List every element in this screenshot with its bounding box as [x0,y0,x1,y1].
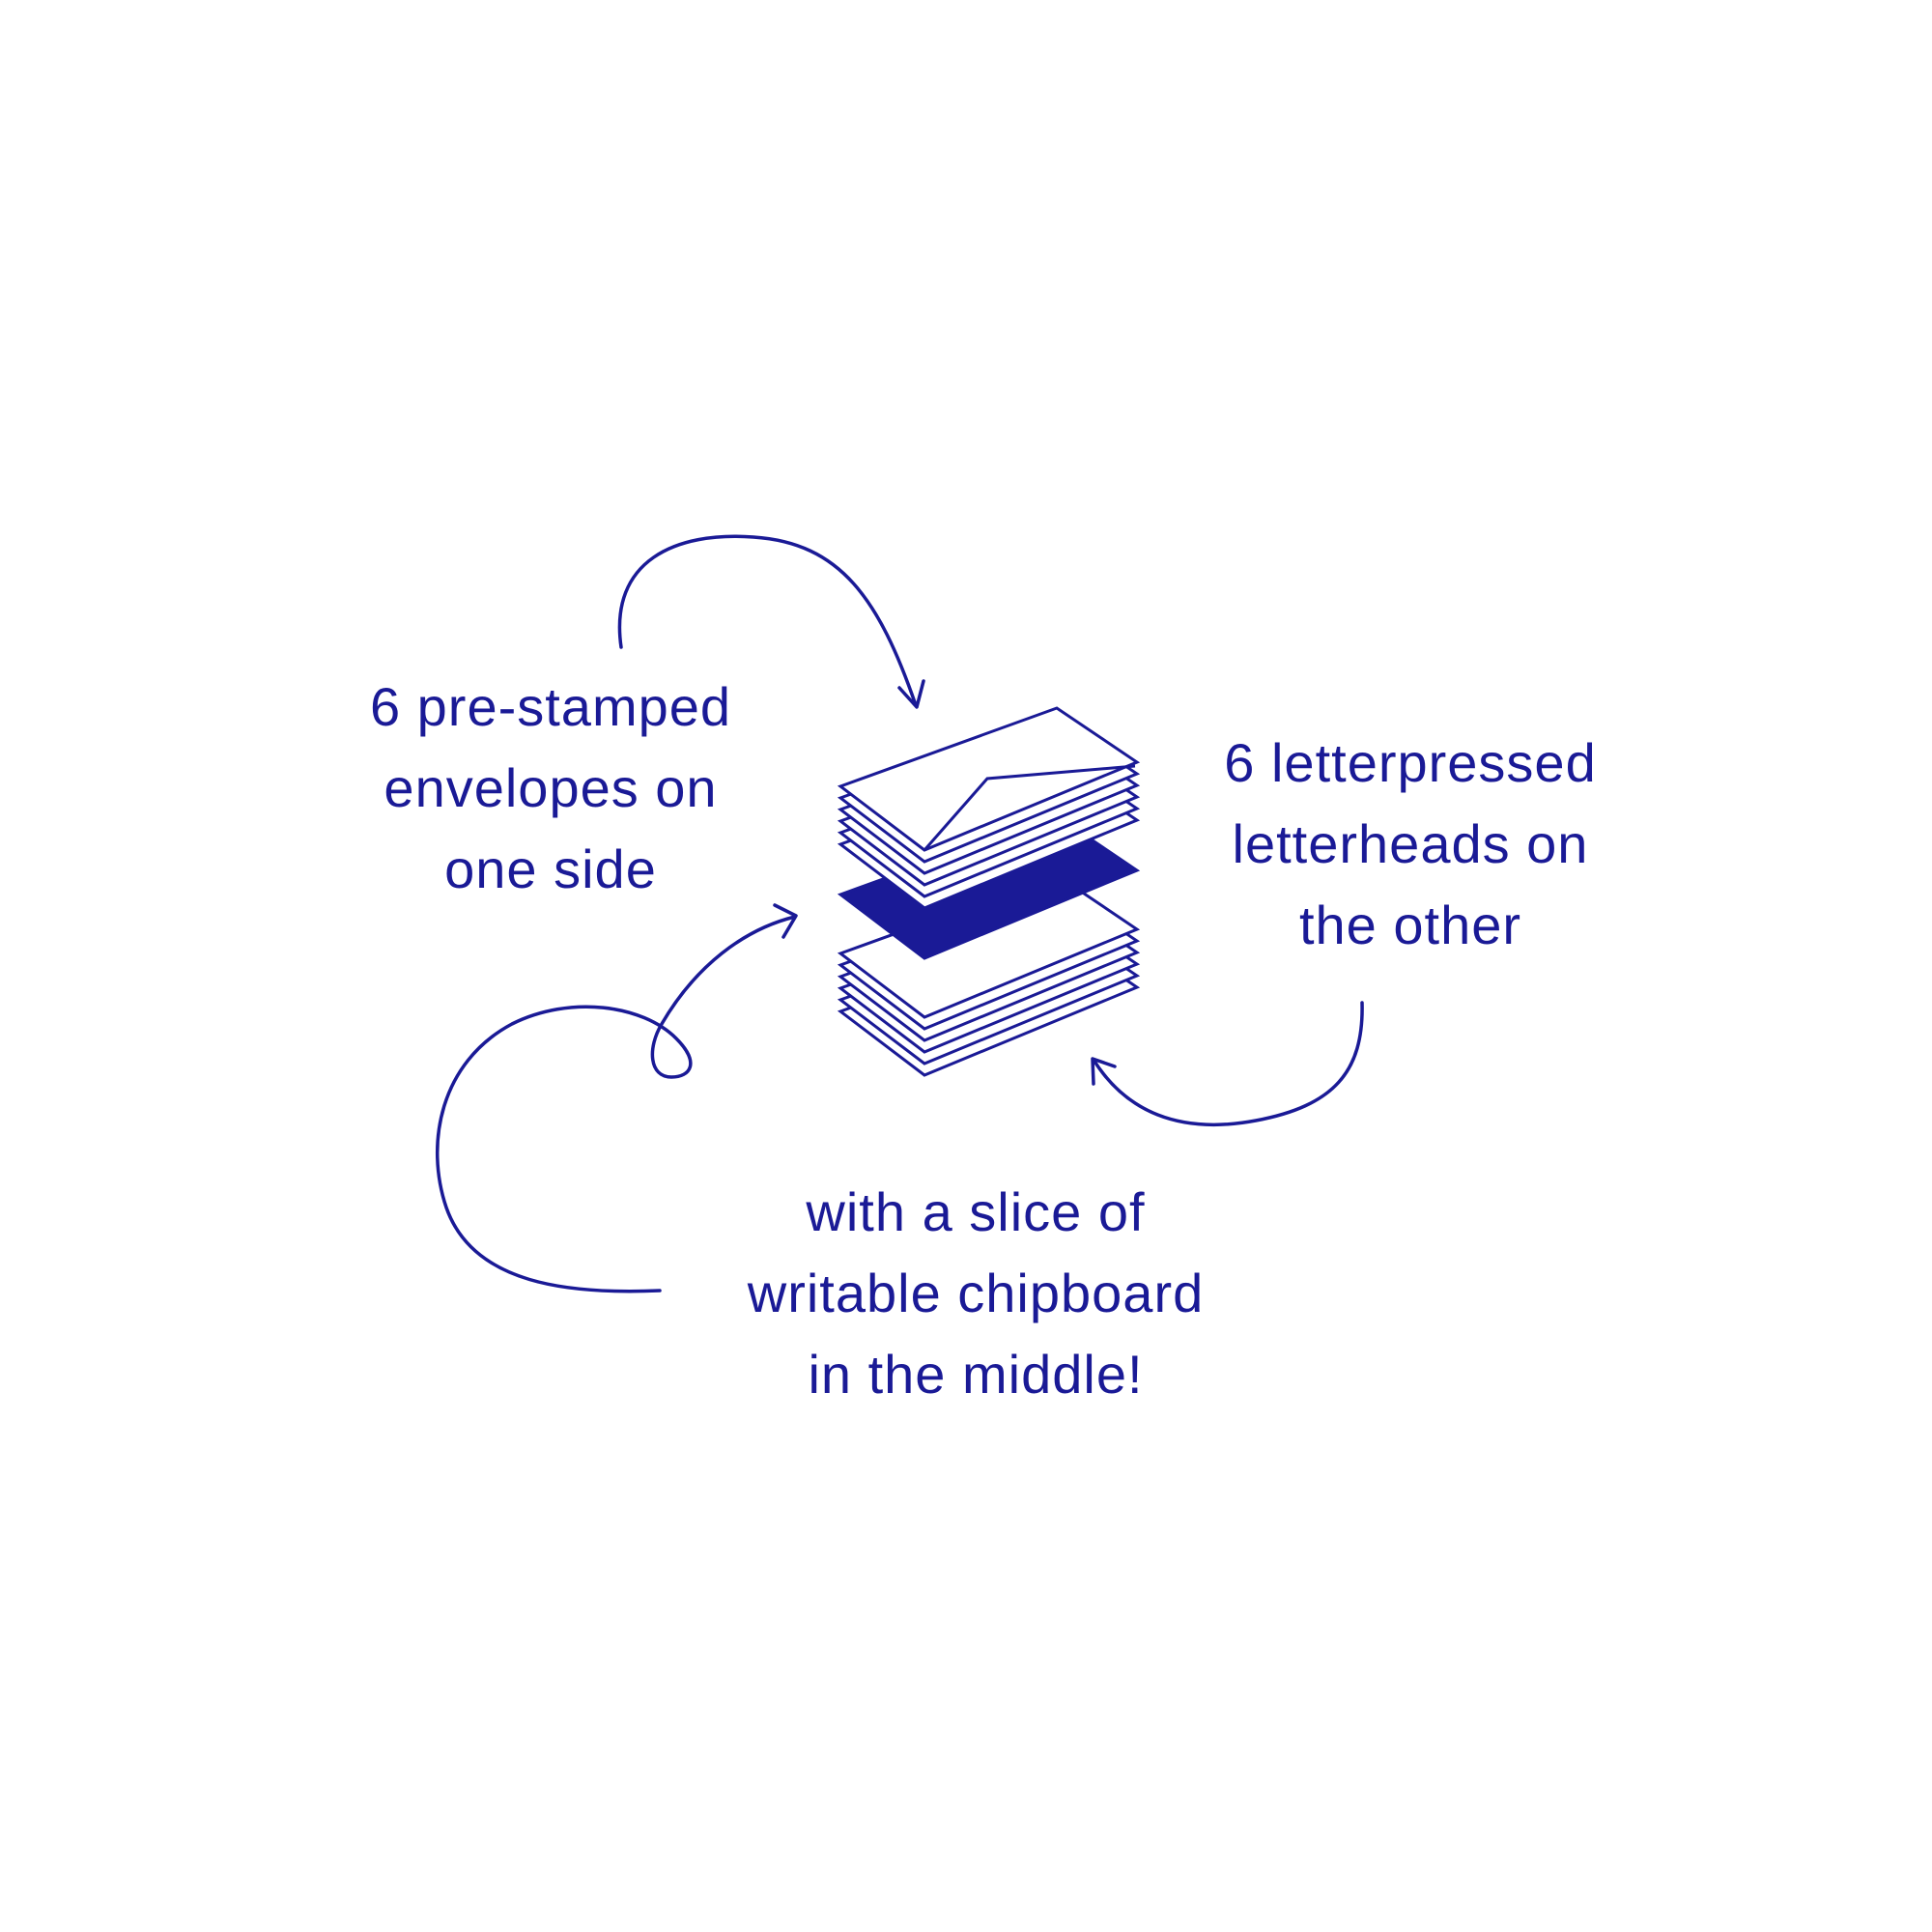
arrow-chipboard-head [773,903,798,939]
caption-envelopes-line3: one side [444,838,657,899]
arrow-letterheads-head [1091,1057,1117,1086]
caption-letterheads: 6 letterpressed letterheads on the other [1159,723,1662,966]
caption-letterheads-line3: the other [1298,895,1522,955]
caption-envelopes-line1: 6 pre-stamped [369,676,732,737]
caption-letterheads-line2: letterheads on [1232,813,1589,874]
paper-stack [837,706,1141,1077]
arrow-letterheads [1092,1001,1364,1127]
caption-chipboard-line3: in the middle! [808,1344,1144,1405]
arrow-envelopes-head [897,679,925,709]
caption-chipboard-line1: with a slice of [806,1181,1146,1242]
caption-chipboard-line2: writable chipboard [747,1263,1205,1323]
caption-envelopes-line2: envelopes on [384,757,718,818]
arrow-envelopes [617,534,918,707]
caption-letterheads-line1: 6 letterpressed [1224,732,1597,793]
caption-chipboard: with a slice of writable chipboard in th… [696,1172,1256,1415]
arrow-chipboard [436,915,797,1293]
caption-envelopes: 6 pre-stamped envelopes on one side [309,667,792,910]
envelope-flap [923,764,1136,851]
